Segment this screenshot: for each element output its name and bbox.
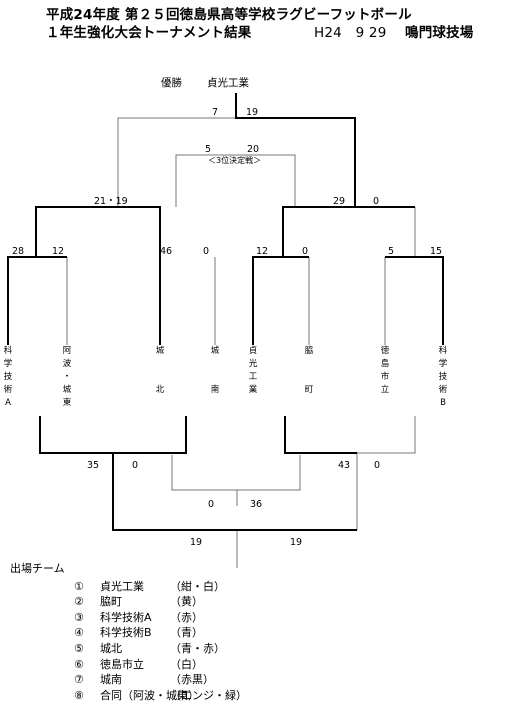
cons-right-score-right: 0 <box>374 460 380 471</box>
svg-text:城: 城 <box>156 346 165 356</box>
team-column: 科 学 技 術 B <box>439 345 448 408</box>
list-item: ⑧ 合同（阿波・城東） （エンジ・緑） <box>74 688 247 702</box>
document-title: 平成24年度 第２５回徳島県高等学校ラグビーフットボール <box>46 7 412 23</box>
bottom-final-score-left: 19 <box>190 537 202 548</box>
svg-text:技: 技 <box>4 371 13 382</box>
svg-text:光: 光 <box>249 358 258 369</box>
svg-text:立: 立 <box>381 384 390 395</box>
r1-score: 12 <box>256 246 268 257</box>
bottom-final-score-right: 19 <box>290 537 302 548</box>
svg-text:東: 東 <box>63 397 72 408</box>
winner-team: 貞光工業 <box>207 76 249 89</box>
team-column: 脇 町 <box>305 346 314 395</box>
cons-left-score-left: 35 <box>87 460 99 471</box>
participants-header: 出場チーム <box>10 562 65 575</box>
match-date: H24 9 29 <box>314 25 387 41</box>
svg-text:A: A <box>5 398 11 408</box>
third-score-right: 20 <box>247 144 259 155</box>
bracket-thin-lines <box>66 117 416 568</box>
cons-final-score-left: 0 <box>208 499 214 510</box>
svg-text:学: 学 <box>4 358 13 369</box>
svg-text:町: 町 <box>305 385 314 395</box>
third-score-left: 5 <box>205 144 211 155</box>
cons-final-score-right: 36 <box>250 499 262 510</box>
semi-right-score-right: 0 <box>373 196 379 207</box>
svg-text:城: 城 <box>63 385 72 395</box>
svg-text:術: 術 <box>439 384 448 395</box>
svg-text:業: 業 <box>249 384 258 395</box>
svg-text:北: 北 <box>156 385 165 395</box>
team-column: 阿 波 ・ 城 東 <box>63 346 72 408</box>
final-score-left: 7 <box>212 107 218 118</box>
document-subtitle: １年生強化大会トーナメント結果 <box>46 25 252 41</box>
svg-text:城: 城 <box>211 346 220 356</box>
cons-right-score-left: 43 <box>338 460 350 471</box>
list-item: ⑥ 徳島市立 （白） <box>74 657 203 671</box>
list-item: ③ 科学技術A （赤） <box>74 610 203 624</box>
team-column: 徳 島 市 立 <box>381 345 390 395</box>
participants-list: 出場チーム ① 貞光工業 （紺・白） ② 脇町 （黄） ③ 科学技術A （赤） … <box>10 561 247 703</box>
svg-text:科: 科 <box>4 345 13 356</box>
svg-text:波: 波 <box>63 358 72 369</box>
list-item: ⑤ 城北 （青・赤） <box>74 641 225 655</box>
svg-text:市: 市 <box>381 371 390 382</box>
r1-score: 15 <box>430 246 442 257</box>
svg-text:B: B <box>440 398 446 408</box>
tournament-bracket: 優勝 貞光工業 7 19 5 20 ＜3位決定戦＞ 21・19 29 0 28 … <box>4 76 448 568</box>
list-item: ⑦ 城南 （赤黒） <box>74 673 214 687</box>
team-column: 城 北 <box>156 346 165 395</box>
svg-text:徳: 徳 <box>381 345 390 356</box>
cons-left-score-right: 0 <box>132 460 138 471</box>
team-column: 城 南 <box>211 346 220 395</box>
bracket-winner-lines <box>7 93 444 531</box>
list-item: ① 貞光工業 （紺・白） <box>74 579 225 593</box>
r1-score: 5 <box>388 246 394 257</box>
svg-text:南: 南 <box>211 384 220 395</box>
list-item: ② 脇町 （黄） <box>74 595 203 609</box>
svg-text:科: 科 <box>439 345 448 356</box>
r1-score: 0 <box>203 246 209 257</box>
svg-text:貞: 貞 <box>249 345 258 356</box>
r1-score: 46 <box>160 246 172 257</box>
r1-score: 0 <box>302 246 308 257</box>
svg-text:学: 学 <box>439 358 448 369</box>
team-column: 科 学 技 術 A <box>4 345 13 408</box>
r1-score: 28 <box>12 246 24 257</box>
third-place-label: ＜3位決定戦＞ <box>208 155 261 165</box>
svg-text:島: 島 <box>381 358 390 369</box>
r1-score: 12 <box>52 246 64 257</box>
svg-text:阿: 阿 <box>63 346 72 356</box>
svg-text:脇: 脇 <box>305 346 314 356</box>
svg-text:工: 工 <box>249 372 258 382</box>
team-column: 貞 光 工 業 <box>249 345 258 395</box>
svg-text:術: 術 <box>4 384 13 395</box>
semi-left-score: 21・19 <box>94 196 128 207</box>
winner-label: 優勝 <box>161 76 182 89</box>
semi-right-score-left: 29 <box>333 196 345 207</box>
svg-text:・: ・ <box>63 372 72 382</box>
svg-text:技: 技 <box>439 371 448 382</box>
venue: 鳴門球技場 <box>405 25 474 41</box>
list-item: ④ 科学技術B （青） <box>74 626 203 640</box>
final-score-right: 19 <box>246 107 258 118</box>
